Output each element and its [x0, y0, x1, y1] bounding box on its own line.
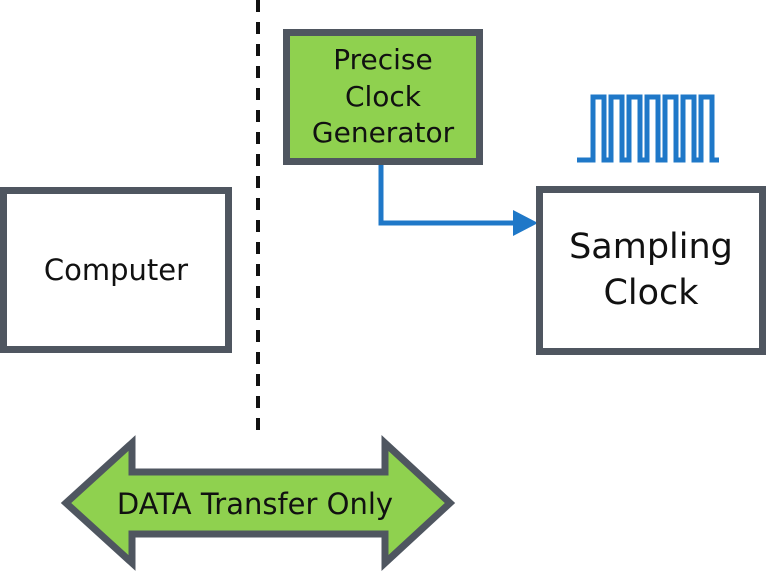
- square-wave-icon: [577, 94, 719, 163]
- arrow-right-icon: [378, 165, 538, 236]
- generator-label-line-3: Generator: [311, 116, 455, 150]
- sampling-label-line-2: Clock: [603, 272, 699, 313]
- generator-label-line-1: Precise: [333, 43, 433, 77]
- sampling-clock-node: Sampling Clock: [536, 186, 766, 355]
- generator-label-line-2: Clock: [344, 79, 422, 113]
- sampling-label-line-1: Sampling: [569, 227, 733, 267]
- computer-label: Computer: [43, 253, 189, 287]
- transfer-label: DATA Transfer Only: [116, 487, 394, 521]
- clock-generator-node: Precise Clock Generator: [283, 29, 483, 165]
- computer-node: Computer: [0, 187, 232, 353]
